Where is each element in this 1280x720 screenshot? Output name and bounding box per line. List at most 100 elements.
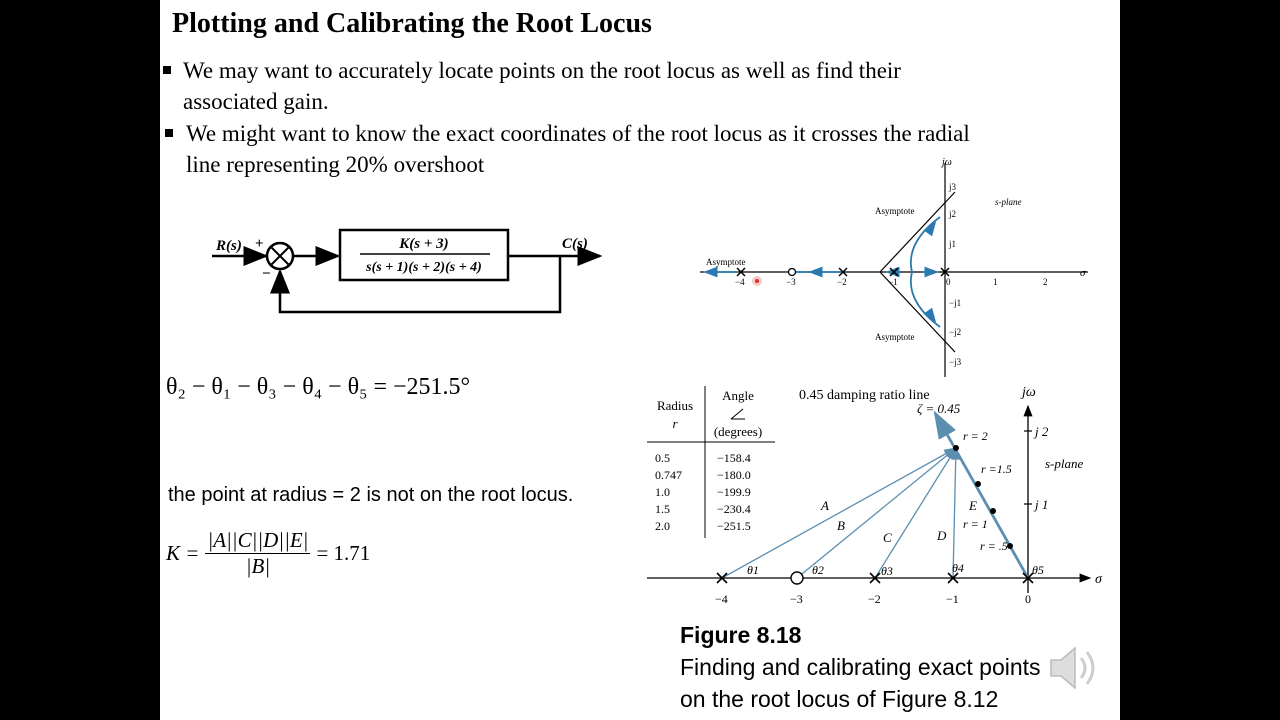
- asymptote-label-upper: Asymptote: [875, 206, 915, 216]
- table-cell: −230.4: [717, 502, 751, 516]
- tick-x: −1: [888, 277, 898, 287]
- minus-sign: −: [262, 266, 271, 282]
- tick-x: −3: [790, 592, 803, 606]
- tick-x: −4: [715, 592, 728, 606]
- vector-label-c: C: [883, 530, 892, 545]
- table-cell: 1.5: [655, 502, 670, 516]
- theta-label: θ3: [881, 564, 893, 578]
- radius-label: r = .5: [980, 539, 1008, 553]
- gain-fraction: |A||C||D||E| |B|: [205, 528, 311, 579]
- bullet-2-line-2: line representing 20% overshoot: [186, 152, 485, 177]
- zeta-label: ζ = 0.45: [917, 401, 961, 416]
- tf-denominator: s(s + 1)(s + 2)(s + 4): [365, 260, 482, 275]
- bullet-1-line-1: We may want to accurately locate points …: [183, 58, 901, 83]
- tick-x: −2: [837, 277, 847, 287]
- tick-x: 0: [946, 277, 951, 287]
- tick-x: 1: [993, 277, 998, 287]
- vector-d: [951, 446, 961, 579]
- damping-ratio-line: [933, 410, 1030, 579]
- tick-x: 2: [1043, 277, 1048, 287]
- sigma-label: σ: [1080, 267, 1086, 279]
- bullet-marker: [165, 129, 173, 137]
- s-plane-label: s-plane: [1045, 456, 1084, 471]
- table-cell: 1.0: [655, 485, 670, 499]
- gain-rhs: = 1.71: [316, 541, 371, 565]
- gain-numerator: |A||C||D||E|: [205, 528, 311, 554]
- gain-denominator: |B|: [245, 554, 271, 578]
- block-diagram: R(s) + − K(s + 3) s(s + 1)(s + 2)(s + 4)…: [212, 228, 603, 314]
- asymptote-label-left: Asymptote: [706, 257, 746, 267]
- radius-label: r =1.5: [981, 462, 1012, 476]
- locus-branch-complex: [910, 216, 941, 328]
- tick-x: 0: [1025, 592, 1031, 606]
- plus-sign: +: [255, 236, 264, 252]
- figure-number: Figure 8.18: [680, 622, 802, 648]
- vector-c: [874, 446, 957, 579]
- theta-label: θ1: [747, 563, 759, 577]
- input-label: R(s): [215, 238, 242, 254]
- point-r1: [990, 508, 996, 514]
- jw-label: jω: [1020, 385, 1036, 400]
- tick-y: −j1: [949, 298, 961, 308]
- radius-angle-table: Radius r Angle (degrees) 0.5 −158.4 0.74…: [647, 386, 775, 538]
- damping-line-label: 0.45 damping ratio line: [799, 388, 930, 403]
- table-header-radius: Radius: [657, 398, 693, 413]
- radius-label: r = 1: [963, 517, 988, 531]
- tick-x: −2: [868, 592, 881, 606]
- point-r2: [953, 445, 959, 451]
- gain-equation: K = |A||C||D||E| |B| = 1.71: [166, 528, 370, 579]
- theta-label: θ5: [1032, 563, 1044, 577]
- cursor-dot: [755, 279, 759, 283]
- point-r1-5: [975, 481, 981, 487]
- table-cell: 0.5: [655, 451, 670, 465]
- slide-title: Plotting and Calibrating the Root Locus: [172, 8, 652, 39]
- bullet-1-line-2: associated gain.: [183, 89, 329, 114]
- tick-y: j3: [948, 182, 957, 192]
- asymptote-label-lower: Asymptote: [875, 332, 915, 342]
- figure-caption-line-2: on the root locus of Figure 8.12: [680, 686, 999, 712]
- bullet-1: We may want to accurately locate points …: [183, 55, 901, 117]
- table-cell: 2.0: [655, 519, 670, 533]
- output-label: C(s): [562, 236, 588, 252]
- figure-caption-line-1: Finding and calibrating exact points: [680, 654, 1041, 680]
- table-cell: −180.0: [717, 468, 751, 482]
- tick-x: −3: [786, 277, 796, 287]
- vector-label-a: A: [820, 498, 829, 513]
- gain-lhs: K =: [166, 541, 200, 565]
- bullet-marker: [163, 66, 171, 74]
- tick-y: j1: [948, 239, 956, 249]
- sigma-label: σ: [1095, 572, 1103, 587]
- angle-equation: θ₂ − θ₁ − θ₃ − θ₄ − θ₅ = −251.5°: [166, 374, 471, 400]
- theta-label: θ4: [952, 561, 964, 575]
- table-cell: −251.5: [717, 519, 751, 533]
- table-cell: −158.4: [717, 451, 751, 465]
- point-r0-5: [1007, 543, 1013, 549]
- zero-marker: [790, 571, 804, 585]
- tick-y: −j3: [949, 357, 962, 367]
- poles: [716, 572, 1034, 584]
- root-locus-plot: jω σ s-plane −4 −3 −2 −1 0 1 2 j3 j2 j1 …: [700, 157, 1088, 377]
- calibration-plot: 0.45 damping ratio line ζ = 0.45 σ jω j …: [647, 385, 1103, 606]
- theta-label: θ2: [812, 563, 824, 577]
- slide: Plotting and Calibrating the Root Locus …: [160, 0, 1120, 720]
- tick-y: j2: [948, 209, 956, 219]
- table-header-r: r: [672, 416, 678, 431]
- j1-label: j 1: [1033, 497, 1048, 512]
- table-cell: 0.747: [655, 468, 682, 482]
- speaker-icon[interactable]: [1045, 642, 1105, 694]
- feedback-path: [270, 256, 562, 314]
- jw-label: jω: [940, 157, 952, 168]
- table-cell: −199.9: [717, 485, 751, 499]
- tf-numerator: K(s + 3): [398, 236, 448, 252]
- asymptote-lower: [879, 271, 956, 353]
- zero-marker: [787, 267, 797, 277]
- angle-icon: [730, 408, 745, 420]
- radius-label: r = 2: [963, 429, 988, 443]
- vector-a: [721, 447, 958, 579]
- s-plane-label: s-plane: [995, 197, 1022, 207]
- bullet-2-line-1: We might want to know the exact coordina…: [186, 121, 970, 146]
- table-header-angle: Angle: [722, 388, 754, 403]
- vector-b: [796, 447, 958, 579]
- poles: [736, 267, 950, 277]
- table-header-degrees: (degrees): [714, 424, 762, 439]
